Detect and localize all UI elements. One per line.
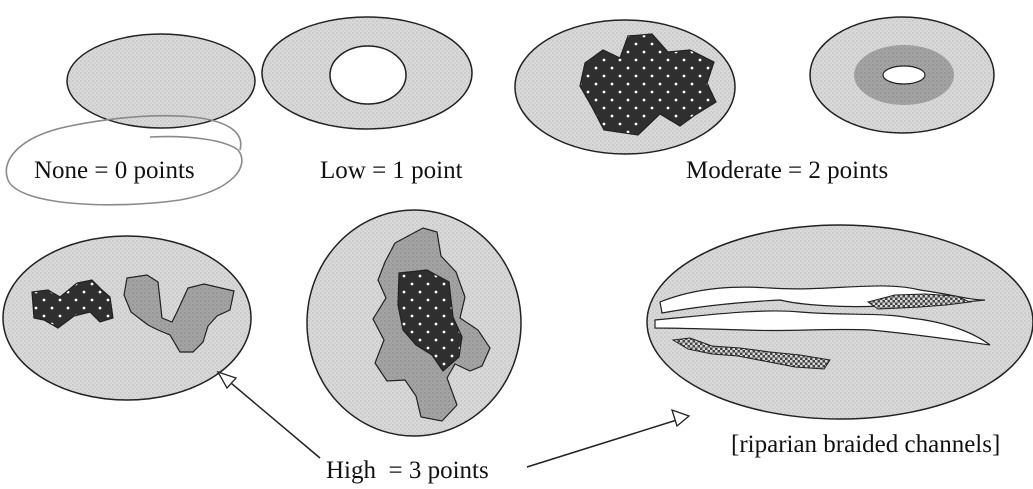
- arrowhead-right-icon: [672, 410, 689, 426]
- moderate-ring-hole: [883, 66, 925, 84]
- label-none: None = 0 points: [34, 158, 195, 183]
- arrow-to-riparian-example: [527, 419, 680, 467]
- label-low: Low = 1 point: [320, 158, 463, 183]
- label-riparian: [riparian braided channels]: [731, 432, 1000, 457]
- label-moderate: Moderate = 2 points: [686, 158, 888, 183]
- none-ellipse: [67, 34, 255, 128]
- arrow-to-high-example: [225, 378, 320, 458]
- label-high: High = 3 points: [326, 458, 489, 483]
- low-hole: [330, 46, 406, 104]
